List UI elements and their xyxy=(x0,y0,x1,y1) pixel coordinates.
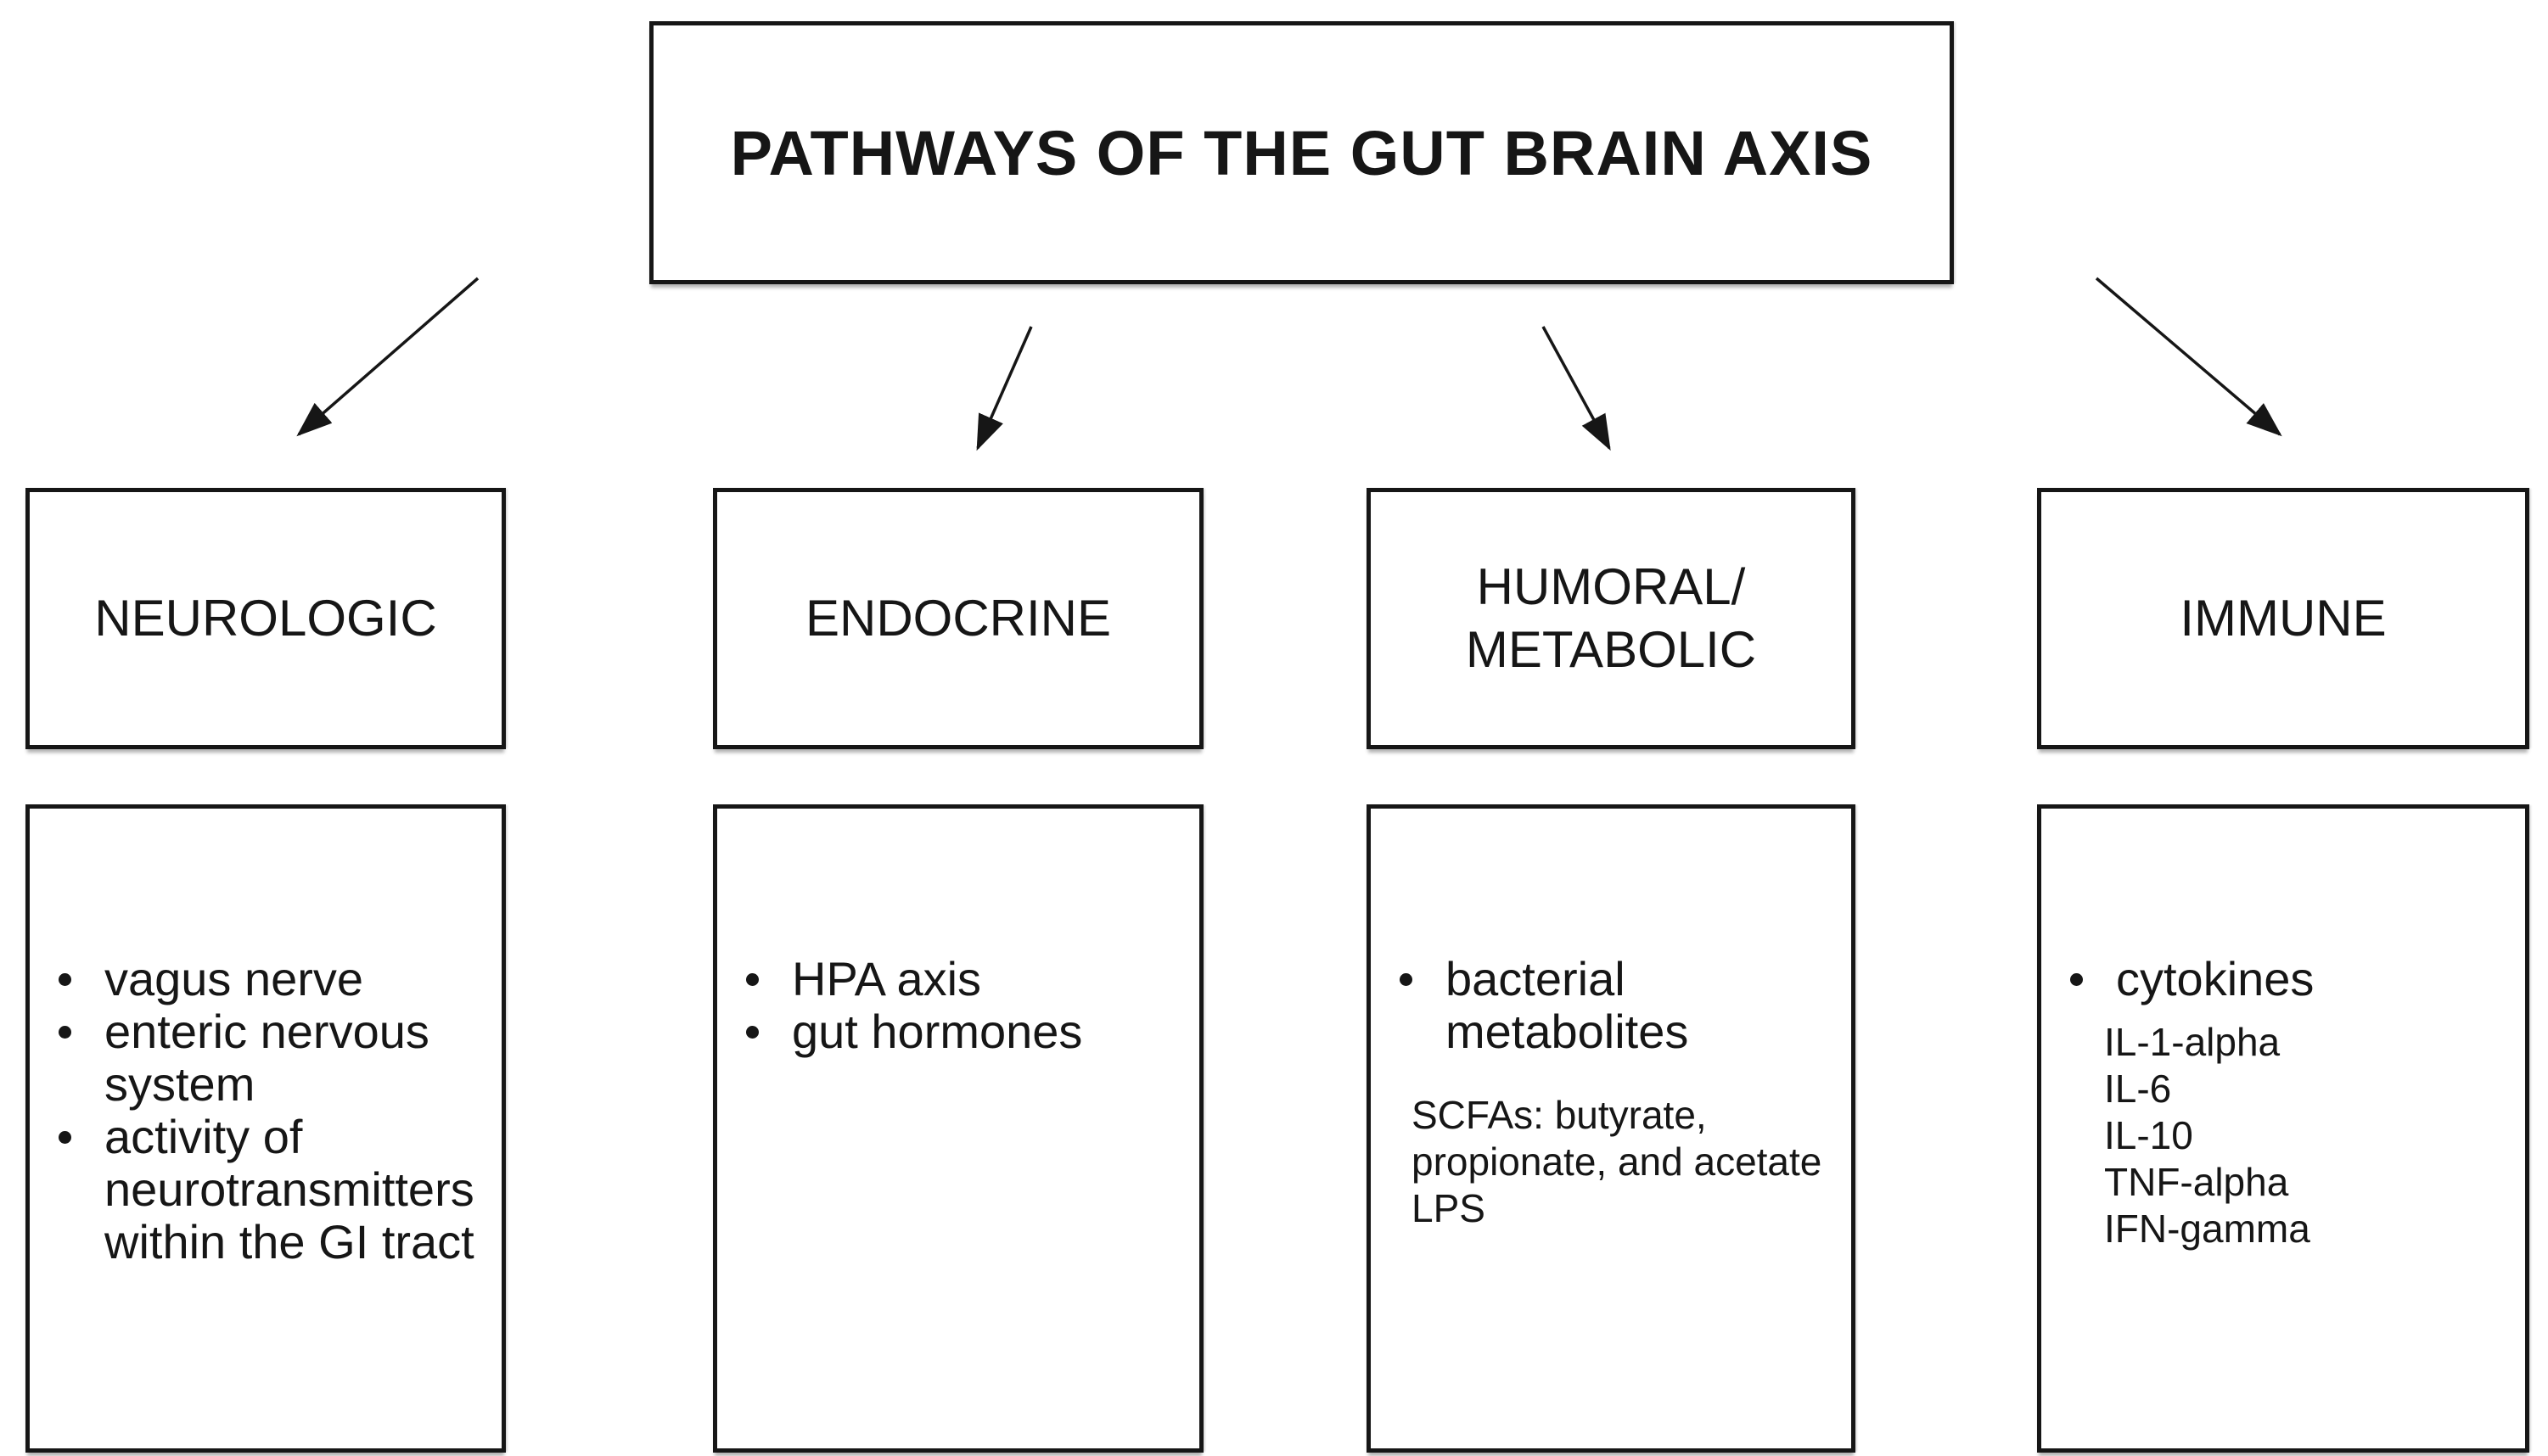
bullet-text: HPA axis xyxy=(792,952,982,1005)
bullet-item: vagus nerve xyxy=(30,953,502,1005)
bullet-text: bacterial metabolites xyxy=(1445,952,1689,1058)
arrow-to-endocrine xyxy=(976,326,1033,451)
header-label: NEUROLOGIC xyxy=(94,590,437,647)
bullet-text: cytokines xyxy=(2116,952,2315,1005)
bullet-icon xyxy=(738,953,792,1005)
bullet-item: bacterial metabolites xyxy=(1371,953,1851,1058)
bullet-item: cytokines xyxy=(2041,953,2525,1005)
bullet-icon xyxy=(1391,953,1445,1058)
subnote-text: SCFAs: butyrate, propionate, and acetate… xyxy=(1412,1093,1822,1230)
diagram-title: PATHWAYS OF THE GUT BRAIN AXIS xyxy=(730,117,1873,188)
arrow-to-neurologic xyxy=(296,277,480,437)
bullet-text: enteric nervous system xyxy=(104,1005,429,1111)
subnote-text: IL-1-alpha IL-6 IL-10 TNF-alpha IFN-gamm… xyxy=(2104,1020,2310,1251)
bullet-item: activity of neurotransmitters within the… xyxy=(30,1111,502,1268)
title-box: PATHWAYS OF THE GUT BRAIN AXIS xyxy=(649,21,1954,284)
content-box-neurologic: vagus nerve enteric nervous system activ… xyxy=(25,804,506,1453)
header-box-humoral-metabolic: HUMORAL/ METABOLIC xyxy=(1367,488,1855,749)
bullet-icon xyxy=(50,1005,104,1111)
header-box-endocrine: ENDOCRINE xyxy=(713,488,1204,749)
bullet-item: enteric nervous system xyxy=(30,1005,502,1111)
header-label: ENDOCRINE xyxy=(805,590,1112,647)
bullet-text: activity of neurotransmitters within the… xyxy=(104,1110,474,1268)
header-box-immune: IMMUNE xyxy=(2037,488,2529,749)
bullet-icon xyxy=(50,1111,104,1268)
bullet-item: gut hormones xyxy=(717,1005,1199,1058)
header-box-neurologic: NEUROLOGIC xyxy=(25,488,506,749)
bullet-icon xyxy=(50,953,104,1005)
header-label: IMMUNE xyxy=(2180,590,2387,647)
bullet-item: HPA axis xyxy=(717,953,1199,1005)
bullet-text: vagus nerve xyxy=(104,952,364,1005)
header-label: HUMORAL/ METABOLIC xyxy=(1465,558,1757,678)
bullet-text: gut hormones xyxy=(792,1005,1083,1058)
arrow-to-immune xyxy=(2095,277,2282,437)
bullet-icon xyxy=(738,1005,792,1058)
content-box-humoral-metabolic: bacterial metabolites SCFAs: butyrate, p… xyxy=(1367,804,1855,1453)
content-box-immune: cytokines IL-1-alpha IL-6 IL-10 TNF-alph… xyxy=(2037,804,2529,1453)
arrow-to-humoral-metabolic xyxy=(1541,326,1611,451)
bullet-icon xyxy=(2062,953,2116,1005)
content-box-endocrine: HPA axis gut hormones xyxy=(713,804,1204,1453)
